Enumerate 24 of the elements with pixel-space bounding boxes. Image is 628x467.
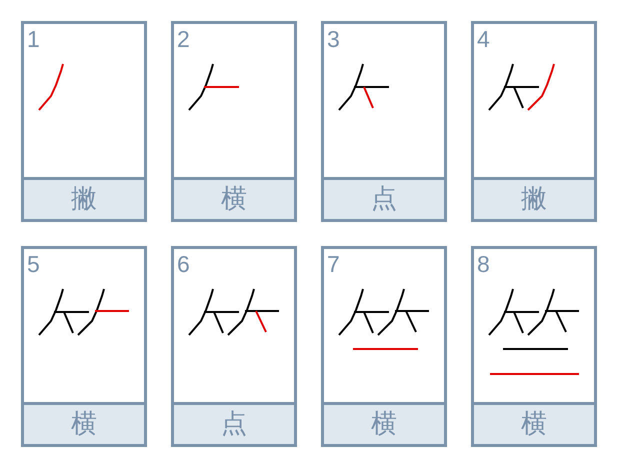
stroke-name-label: 横 [324,402,444,444]
stroke-name-label: 撇 [474,177,594,219]
stroke-card [21,21,147,222]
stroke-card [321,21,447,222]
stroke-name-label: 横 [474,402,594,444]
step-number: 2 [177,26,190,52]
stroke-card [171,21,297,222]
stroke-card [171,246,297,447]
step-number: 7 [327,251,340,277]
stroke-name-label: 点 [174,402,294,444]
step-number: 6 [177,251,190,277]
step-number: 4 [477,26,490,52]
stroke-card [21,246,147,447]
step-number: 1 [27,26,40,52]
stroke-name-label: 撇 [24,177,144,219]
step-number: 5 [27,251,40,277]
stroke-name-label: 横 [24,402,144,444]
stroke-card [321,246,447,447]
step-number: 3 [327,26,340,52]
stroke-name-label: 横 [174,177,294,219]
step-number: 8 [477,251,490,277]
stroke-card [471,21,597,222]
stroke-card [471,246,597,447]
stroke-name-label: 点 [324,177,444,219]
